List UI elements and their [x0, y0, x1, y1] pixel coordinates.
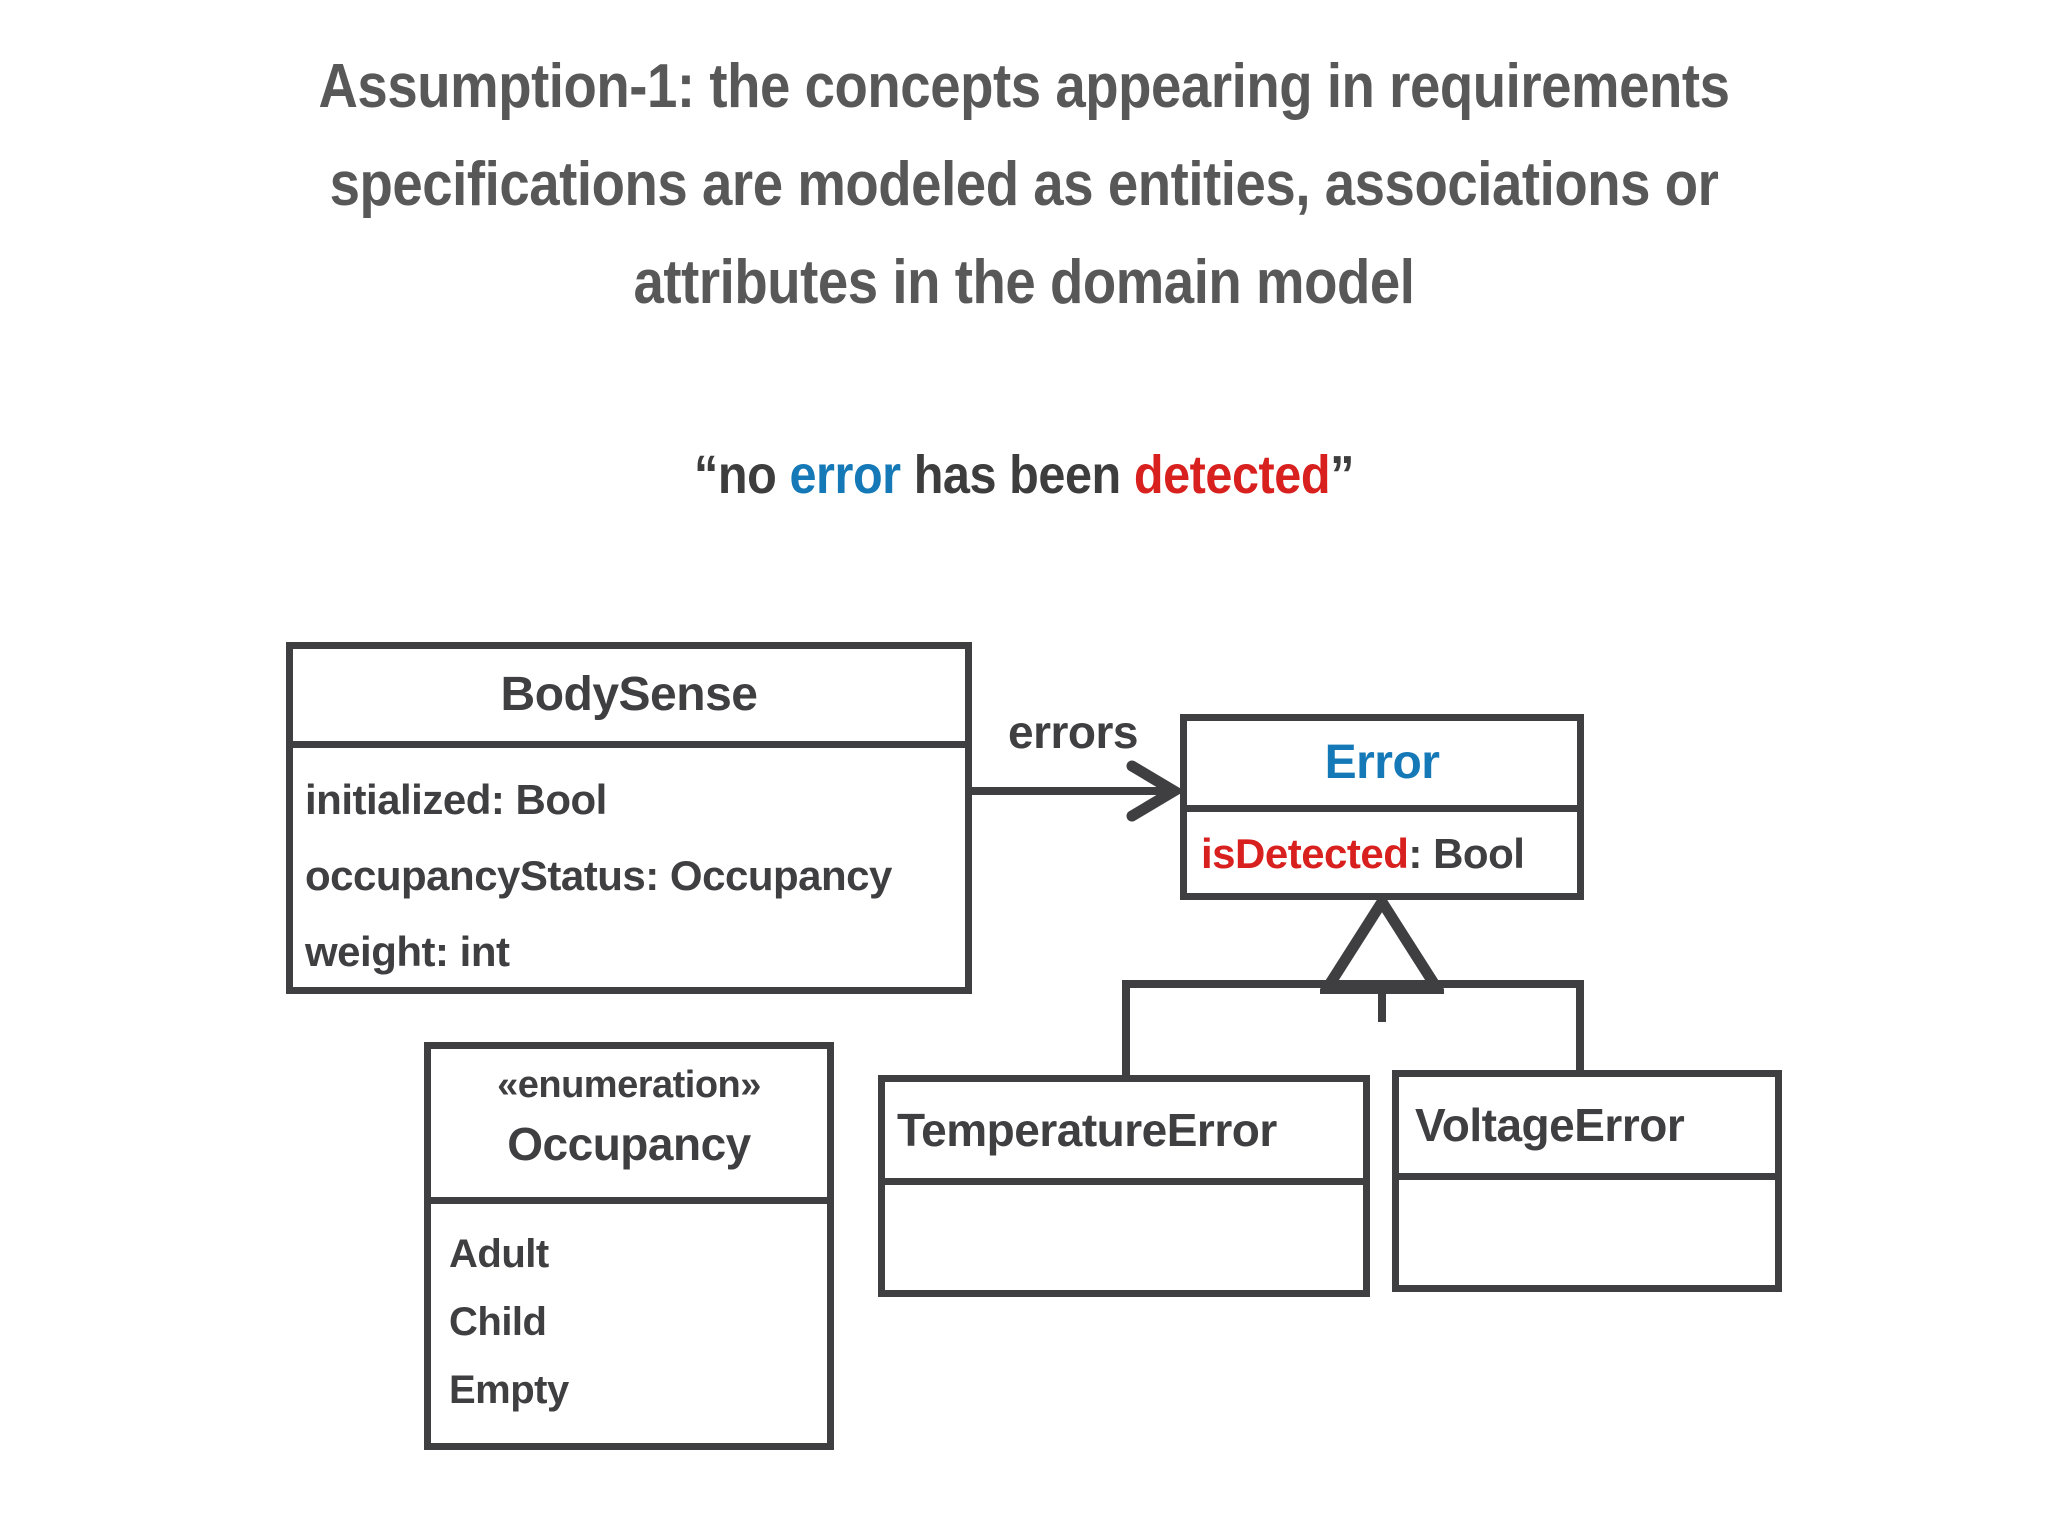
quote-close-mark: ” — [1330, 445, 1354, 505]
enumeration-name-occupancy: Occupancy — [507, 1118, 751, 1170]
enumeration-header: «enumeration» Occupancy — [431, 1049, 827, 1197]
title-line-2: specifications are modeled as entities, … — [329, 150, 1719, 219]
attribute-row-isdetected: isDetected: Bool — [1187, 812, 1577, 893]
literal-row: Child — [449, 1300, 547, 1344]
enumeration-stereotype: «enumeration» — [497, 1064, 761, 1106]
page-title: Assumption-1: the concepts appearing in … — [228, 38, 1819, 332]
class-name-temperatureerror: TemperatureError — [885, 1082, 1363, 1178]
attribute-row: initialized: Bool — [305, 776, 607, 823]
class-name-error: Error — [1187, 721, 1577, 805]
quote-text-part-2: has been — [900, 445, 1134, 505]
class-attributes-temperatureerror — [885, 1178, 1363, 1290]
generalization-drop-voltageerror — [1576, 980, 1584, 1075]
association-line-bodysense-error — [972, 787, 1172, 795]
generalization-drop-temperatureerror — [1122, 980, 1130, 1080]
class-name-voltageerror: VoltageError — [1399, 1077, 1775, 1173]
literal-row: Adult — [449, 1232, 549, 1276]
association-label-errors: errors — [1008, 706, 1138, 758]
uml-class-temperatureerror[interactable]: TemperatureError — [878, 1075, 1370, 1297]
quote-keyword-detected: detected — [1133, 445, 1331, 505]
attribute-type-bool: : Bool — [1408, 830, 1525, 877]
quote-open-mark: “ — [694, 445, 718, 505]
class-attributes-voltageerror — [1399, 1173, 1775, 1285]
attribute-row: weight: int — [305, 928, 510, 975]
title-line-1: Assumption-1: the concepts appearing in … — [318, 52, 1730, 121]
attribute-name-isdetected: isDetected — [1201, 830, 1409, 877]
generalization-branch-bar — [1122, 980, 1584, 988]
title-line-3: attributes in the domain model — [633, 248, 1415, 317]
open-arrow-icon — [1126, 760, 1185, 822]
class-attributes-bodysense: initialized: Bool occupancyStatus: Occup… — [293, 741, 965, 987]
literal-row: Empty — [449, 1368, 569, 1412]
attribute-row: occupancyStatus: Occupancy — [305, 852, 892, 899]
uml-class-voltageerror[interactable]: VoltageError — [1392, 1070, 1782, 1292]
enumeration-literals: Adult Child Empty — [431, 1197, 827, 1443]
uml-enumeration-occupancy[interactable]: «enumeration» Occupancy Adult Child Empt… — [424, 1042, 834, 1450]
uml-class-error[interactable]: Error isDetected: Bool — [1180, 714, 1584, 900]
class-name-bodysense: BodySense — [293, 649, 965, 741]
example-sentence-quote: “no error has been detected” — [210, 440, 1837, 510]
uml-class-bodysense[interactable]: BodySense initialized: Bool occupancySta… — [286, 642, 972, 994]
generalization-stem — [1378, 986, 1386, 1022]
class-attributes-error: isDetected: Bool — [1187, 805, 1577, 893]
quote-keyword-error: error — [789, 445, 901, 505]
quote-text-part-1: no — [717, 445, 790, 505]
